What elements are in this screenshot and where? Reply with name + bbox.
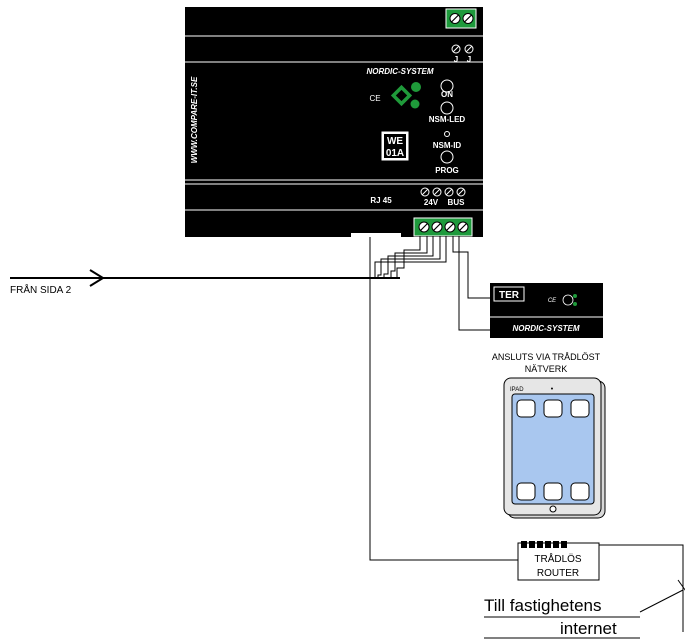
bus-wires	[369, 236, 518, 561]
terminal-ce-mark: CE	[548, 298, 557, 304]
app-icon	[543, 482, 563, 501]
app-icon	[516, 482, 536, 501]
24v-label: 24V	[424, 198, 439, 207]
ipad-camera-dot: •	[551, 386, 554, 393]
router-line2: ROUTER	[537, 568, 579, 579]
nsm-led-label: NSM-LED	[429, 115, 466, 124]
terminal-brand-text: NORDIC-SYSTEM	[512, 324, 579, 333]
rj45-label: RJ 45	[370, 196, 392, 205]
ipad-screen	[511, 393, 595, 505]
rj45-router-cable	[369, 237, 518, 561]
app-icon	[570, 482, 590, 501]
terminal-wire	[452, 236, 490, 299]
prog-label: PROG	[435, 166, 459, 175]
bus-contacts	[420, 187, 466, 197]
bus-wire	[377, 236, 441, 278]
top-terminal-block	[445, 8, 477, 29]
device-url-text: WWW.COMPARE-IT.SE	[190, 76, 199, 163]
input-label: FRÅN SIDA 2	[10, 283, 72, 296]
nsm-led-icon	[440, 101, 454, 115]
model-badge: WE 01A	[381, 131, 409, 161]
app-icon	[570, 399, 590, 418]
internet-line1: Till fastighetens	[484, 596, 601, 615]
ce-mark: CE	[369, 94, 380, 103]
ipad-device: IPAD •	[503, 377, 606, 519]
device-body	[185, 7, 483, 237]
model-line2: 01A	[386, 148, 404, 159]
app-icon	[543, 399, 563, 418]
terminal-logo-icon	[562, 294, 577, 306]
model-line1: WE	[387, 136, 403, 147]
bus-wire	[396, 236, 421, 278]
device-brand-text: NORDIC-SYSTEM	[366, 67, 433, 76]
nsm-id-indicator-icon	[444, 131, 450, 137]
nsm-id-label: NSM-ID	[433, 141, 462, 150]
router-body	[517, 542, 600, 581]
ipad-app-icons	[516, 399, 590, 501]
on-led-icon	[440, 79, 454, 93]
rj45-port	[351, 233, 401, 237]
we01a-device: J J WWW.COMPARE-IT.SE NORDIC-SYSTEM CE W…	[185, 7, 483, 237]
bus-label: BUS	[448, 198, 466, 207]
on-led-label: ON	[441, 90, 453, 99]
internet-line2: internet	[560, 619, 617, 638]
terminal-unit: TER CE NORDIC-SYSTEM	[490, 283, 603, 338]
bottom-terminal-block	[413, 217, 473, 237]
router-line1: TRÅDLÖS	[534, 552, 582, 565]
app-icon	[516, 399, 536, 418]
prog-button-icon	[440, 150, 454, 164]
jumper-a-label: J	[454, 55, 458, 64]
terminal-label: TER	[499, 290, 520, 301]
terminal-wire	[458, 236, 490, 331]
bus-wire	[390, 236, 428, 278]
bus-wire	[383, 236, 434, 278]
internet-line	[599, 544, 685, 632]
wireless-router: TRÅDLÖS ROUTER	[517, 541, 600, 581]
bus-wire	[374, 236, 447, 278]
ipad-label: IPAD	[510, 387, 524, 393]
jumper-contacts: J J	[451, 44, 474, 64]
input-line: FRÅN SIDA 2	[10, 269, 400, 296]
wireless-note-line2: NÄTVERK	[525, 364, 568, 374]
jumper-b-label: J	[467, 55, 471, 64]
router-ports	[521, 541, 567, 548]
home-button-icon	[549, 505, 557, 513]
wireless-note-line1: ANSLUTS VIA TRÅDLÖST	[492, 352, 601, 362]
